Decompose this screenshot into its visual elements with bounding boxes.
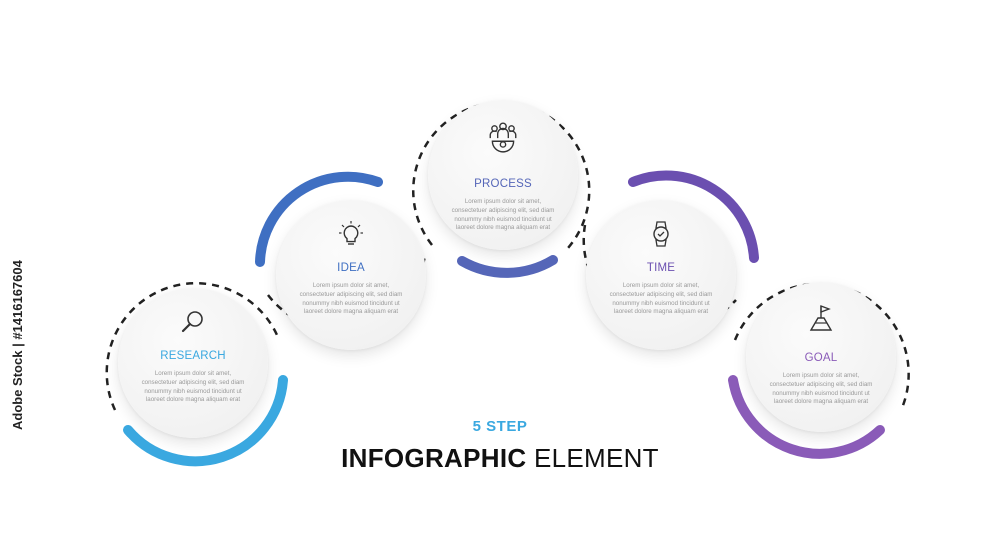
step-count-label: 5 STEP <box>472 418 528 435</box>
flag-mountain-icon <box>809 305 833 331</box>
wristwatch-icon <box>653 221 669 247</box>
step-time-title: TIME <box>646 262 676 274</box>
step-goal-title: GOAL <box>804 352 838 364</box>
step-time-text: Lorem ipsum dolor sit amet, consectetuer… <box>609 282 713 316</box>
step-idea-title: IDEA <box>337 262 365 274</box>
goal-dashed-ring <box>733 282 910 409</box>
step-idea: IDEA Lorem ipsum dolor sit amet, consect… <box>276 200 426 350</box>
team-gear-icon <box>489 122 517 153</box>
magnifier-icon <box>181 311 203 333</box>
main-title-rest: ELEMENT <box>526 443 659 473</box>
main-title: INFOGRAPHIC ELEMENT <box>0 443 1000 474</box>
research-dashed-ring <box>105 281 279 411</box>
lightbulb-icon <box>339 221 363 245</box>
time-dashed-ring <box>582 224 737 330</box>
process-color-arc <box>457 255 558 278</box>
step-goal-text: Lorem ipsum dolor sit amet, consectetuer… <box>769 372 873 406</box>
step-idea-text: Lorem ipsum dolor sit amet, consectetuer… <box>299 282 403 316</box>
stock-watermark-id: Adobe Stock | #1416167604 <box>10 260 25 430</box>
step-research-title: RESEARCH <box>160 350 226 362</box>
idea-color-arc <box>255 171 383 267</box>
step-process-title: PROCESS <box>474 178 532 190</box>
time-color-arc <box>628 170 759 263</box>
step-time: TIME Lorem ipsum dolor sit amet, consect… <box>586 200 736 350</box>
main-title-bold: INFOGRAPHIC <box>341 443 527 473</box>
research-color-arc <box>123 375 288 467</box>
step-goal: GOAL Lorem ipsum dolor sit amet, consect… <box>746 282 896 432</box>
step-research: RESEARCH Lorem ipsum dolor sit amet, con… <box>118 288 268 438</box>
step-process-text: Lorem ipsum dolor sit amet, consectetuer… <box>451 198 555 232</box>
goal-color-arc <box>728 375 885 459</box>
step-research-text: Lorem ipsum dolor sit amet, consectetuer… <box>141 370 245 404</box>
step-process: PROCESS Lorem ipsum dolor sit amet, cons… <box>428 100 578 250</box>
title-block: 5 STEP INFOGRAPHIC ELEMENT <box>0 418 1000 474</box>
